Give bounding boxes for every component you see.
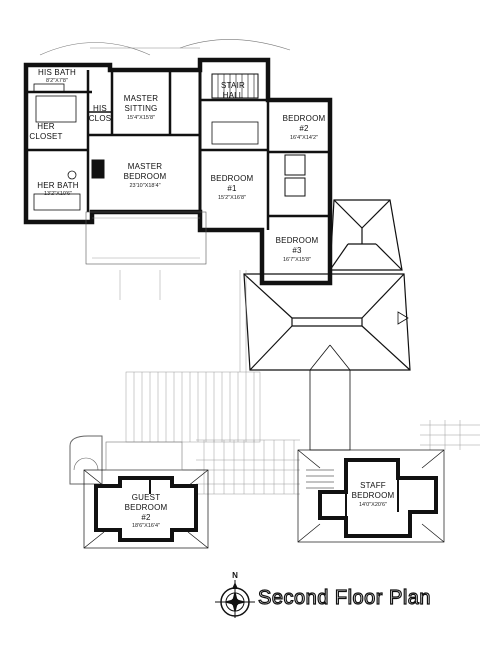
room-bedroom-1: BEDROOM #1 15'2"X16'8"	[211, 174, 254, 201]
room-bedroom-1-name-1: BEDROOM	[211, 174, 254, 183]
room-guest-bedroom: GUEST BEDROOM #2 18'6"X16'4"	[125, 493, 168, 529]
room-guest-bedroom-name-3: #2	[141, 513, 151, 522]
room-staff-bedroom: STAFF BEDROOM 14'0"X20'6"	[352, 481, 395, 508]
room-bedroom-3-name-1: BEDROOM	[276, 236, 319, 245]
room-bedroom-2: BEDROOM #2 16'4"X14'2"	[283, 114, 326, 141]
room-his-bath: HIS BATH 8'2"X7'8"	[38, 68, 76, 84]
room-stair-hall: STAIR HALL	[221, 81, 245, 100]
plan-title: Second Floor Plan	[258, 587, 431, 609]
room-staff-bedroom-dims: 14'0"X20'6"	[359, 502, 387, 508]
guest-house	[69, 435, 209, 549]
room-master-sitting: MASTER SITTING 15'4"X15'8"	[124, 94, 159, 121]
compass-icon: N	[215, 571, 255, 618]
roof-outlines	[243, 199, 411, 451]
room-master-bedroom: MASTER BEDROOM 23'10"X18'4"	[124, 162, 167, 189]
room-master-bedroom-name-1: MASTER	[128, 162, 163, 171]
room-his-clos-name-1: HIS	[93, 104, 107, 113]
staff-house	[297, 449, 445, 543]
room-stair-hall-name-1: STAIR	[221, 81, 245, 90]
room-her-bath-name: HER BATH	[37, 181, 78, 190]
north-label: N	[232, 571, 238, 580]
room-bedroom-3: BEDROOM #3 16'7"X15'8"	[276, 236, 319, 263]
room-her-closet: HER CLOSET	[29, 122, 62, 141]
room-his-clos-name-2: CLOS	[89, 114, 112, 123]
room-labels: HIS BATH 8'2"X7'8" HIS CLOS MASTER SITTI…	[29, 68, 394, 529]
room-stair-hall-name-2: HALL	[223, 91, 244, 100]
garden-trellis	[119, 270, 480, 495]
room-bedroom-2-dims: 16'4"X14'2"	[290, 135, 318, 141]
room-master-sitting-name-1: MASTER	[124, 94, 159, 103]
room-bedroom-3-name-2: #3	[292, 246, 302, 255]
room-his-bath-dims: 8'2"X7'8"	[46, 78, 68, 84]
room-bedroom-1-name-2: #1	[227, 184, 237, 193]
room-her-closet-name-1: HER	[37, 122, 55, 131]
room-master-bedroom-name-2: BEDROOM	[124, 172, 167, 181]
room-bedroom-2-name-2: #2	[299, 124, 309, 133]
room-his-clos: HIS CLOS	[89, 104, 112, 123]
room-master-bedroom-dims: 23'10"X18'4"	[129, 183, 160, 189]
main-house	[23, 39, 333, 286]
room-guest-bedroom-dims: 18'6"X16'4"	[132, 523, 160, 529]
room-her-closet-name-2: CLOSET	[29, 132, 62, 141]
room-bedroom-1-dims: 15'2"X16'8"	[218, 195, 246, 201]
room-her-bath-dims: 13'2"X10'6"	[44, 191, 72, 197]
room-master-sitting-dims: 15'4"X15'8"	[127, 115, 155, 121]
room-his-bath-name: HIS BATH	[38, 68, 76, 77]
room-bedroom-3-dims: 16'7"X15'8"	[283, 257, 311, 263]
room-master-sitting-name-2: SITTING	[125, 104, 158, 113]
room-bedroom-2-name-1: BEDROOM	[283, 114, 326, 123]
room-guest-bedroom-name-1: GUEST	[132, 493, 161, 502]
room-guest-bedroom-name-2: BEDROOM	[125, 503, 168, 512]
room-staff-bedroom-name-2: BEDROOM	[352, 491, 395, 500]
room-staff-bedroom-name-1: STAFF	[360, 481, 386, 490]
room-her-bath: HER BATH 13'2"X10'6"	[37, 181, 78, 197]
